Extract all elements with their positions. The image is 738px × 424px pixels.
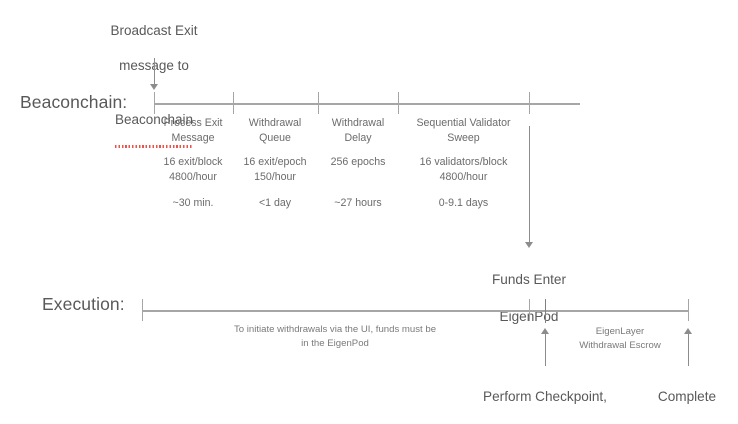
execution-tick-funds-enter xyxy=(528,299,530,321)
segment-0-title: Process Exit Message xyxy=(163,117,223,145)
broadcast-exit-callout-line1: Broadcast Exit xyxy=(110,22,198,38)
row-label-execution: Execution: xyxy=(42,294,125,314)
broadcast-exit-callout: Broadcast Exit message to Beaconchain xyxy=(84,4,224,148)
row-label-beaconchain: Beaconchain: xyxy=(20,92,128,112)
segment-1-duration: <1 day xyxy=(258,197,292,209)
segment-1-rate: 16 exit/epoch 150/hour xyxy=(243,156,307,184)
broadcast-exit-callout-line3: Beaconchain xyxy=(114,111,194,127)
segment-0-duration: ~30 min. xyxy=(172,197,214,209)
beaconchain-tick-0 xyxy=(153,92,155,114)
complete-withdrawal-line1: Complete xyxy=(657,389,717,405)
broadcast-exit-callout-line2: message to xyxy=(119,58,189,74)
funds-enter-line1: Funds Enter xyxy=(491,272,567,288)
beaconchain-tick-3 xyxy=(397,92,399,114)
execution-axis-line xyxy=(142,310,689,312)
complete-withdrawal-arrow-head-icon xyxy=(683,328,692,334)
checkpoint-arrow-head-icon xyxy=(540,328,549,334)
spellcheck-underline-icon xyxy=(114,144,194,148)
segment-0-rate: 16 exit/block 4800/hour xyxy=(163,156,223,184)
eigenlayer-withdrawal-escrow-note: EigenLayer Withdrawal Escrow xyxy=(579,326,661,352)
execution-ui-note: To initiate withdrawals via the UI, fund… xyxy=(233,324,437,350)
execution-tick-checkpoint xyxy=(544,299,546,323)
checkpoint-arrow-shaft xyxy=(544,334,546,366)
complete-withdrawal-arrow-shaft xyxy=(687,334,689,366)
segment-3-rate: 16 validators/block 4800/hour xyxy=(419,156,508,184)
broadcast-arrow-shaft xyxy=(153,58,155,86)
segment-3-duration: 0-9.1 days xyxy=(438,197,489,209)
segment-1-title: Withdrawal Queue xyxy=(248,117,302,145)
beaconchain-tick-4 xyxy=(528,92,530,114)
segment-2-rate: 256 epochs xyxy=(330,156,386,168)
execution-tick-start xyxy=(141,299,143,321)
perform-checkpoint-label: Perform Checkpoint, Queue Withdrawal xyxy=(466,370,624,424)
beaconchain-axis-line xyxy=(154,103,580,105)
execution-tick-complete xyxy=(687,299,689,321)
beaconchain-tick-2 xyxy=(317,92,319,114)
perform-checkpoint-line1: Perform Checkpoint, xyxy=(483,389,607,405)
funds-transfer-arrow-head-icon xyxy=(524,242,533,248)
funds-transfer-arrow-shaft xyxy=(528,126,530,244)
segment-2-duration: ~27 hours xyxy=(334,197,382,209)
segment-3-title: Sequential Validator Sweep xyxy=(416,117,511,145)
broadcast-arrow-head-icon xyxy=(149,84,158,90)
complete-withdrawal-label: Complete Withdrawal xyxy=(636,370,738,424)
beaconchain-tick-1 xyxy=(232,92,234,114)
segment-2-title: Withdrawal Delay xyxy=(331,117,385,145)
